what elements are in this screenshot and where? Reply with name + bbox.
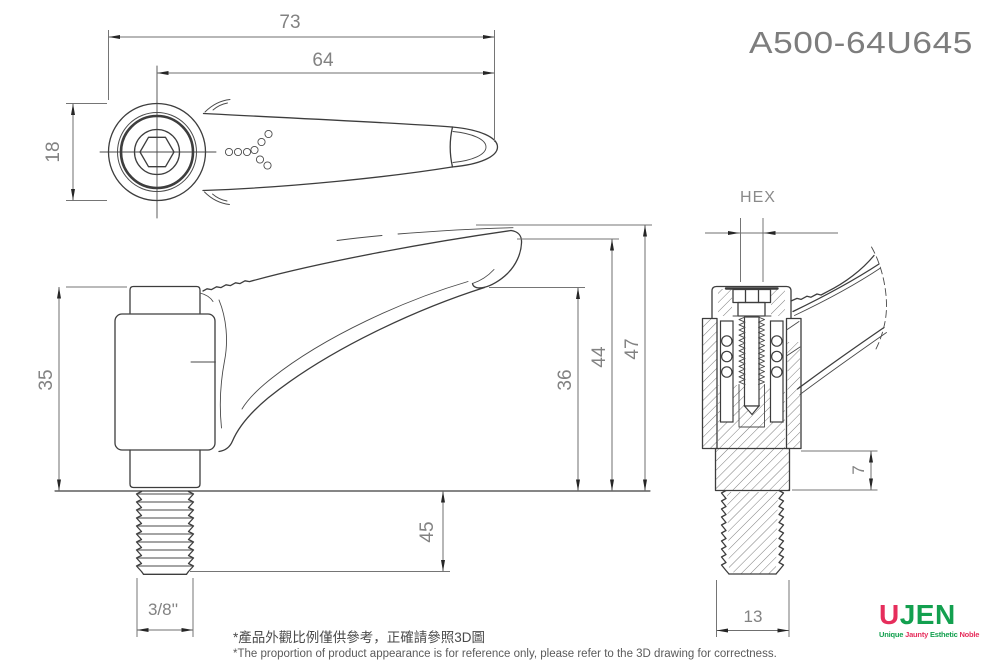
handle-tip-inner <box>452 131 487 163</box>
hatch-area <box>716 449 790 490</box>
section-cap <box>711 285 792 319</box>
junction-arc-bottom-2 <box>212 193 228 202</box>
grip-dots <box>224 129 273 170</box>
arm-top-edge <box>202 229 512 292</box>
top-view: 73 64 18 <box>43 12 499 219</box>
thread-right <box>758 316 765 386</box>
dim-35-label: 35 <box>36 369 57 390</box>
screw-core <box>743 316 760 407</box>
tagline-esthetic: Esthetic <box>929 630 960 639</box>
hatch-area <box>727 492 778 574</box>
handle-top-edge <box>202 112 453 128</box>
arm-line-3 <box>794 267 881 316</box>
dim-36-label: 36 <box>555 369 576 390</box>
screw-tip <box>743 405 761 416</box>
junction-arc-bottom <box>204 191 230 205</box>
arm-underside-2 <box>799 332 887 395</box>
section-base <box>714 447 791 492</box>
logo-letter-u: U <box>879 599 900 630</box>
tagline-noble: Noble <box>959 630 980 639</box>
boss-ring <box>119 114 195 190</box>
lever-arm <box>190 227 523 453</box>
junction-arc-top-2 <box>212 102 228 111</box>
arm-far-edge <box>336 227 514 241</box>
tagline-jaunty: Jaunty <box>905 630 930 639</box>
flange-right <box>785 317 802 450</box>
arm-underside-inner <box>241 281 469 410</box>
dim-13-label: 13 <box>744 607 763 626</box>
logo-tagline: Unique Jaunty Esthetic Noble <box>879 631 989 639</box>
front-view: 35 36 44 47 45 3/8'' <box>36 224 652 637</box>
ujen-logo: UJEN Unique Jaunty Esthetic Noble <box>879 601 989 639</box>
dim-73-label: 73 <box>279 12 300 33</box>
arm-underside <box>796 326 885 390</box>
hatch-area <box>702 319 717 448</box>
detent-balls <box>720 335 783 378</box>
logo-wordmark: UJEN <box>879 601 989 629</box>
tagline-unique: Unique <box>879 630 906 639</box>
boss-outer-circle <box>107 102 207 202</box>
flange-left <box>701 317 718 450</box>
dim-18-label: 18 <box>43 141 64 162</box>
thread-left <box>738 316 746 386</box>
dim-7-label: 7 <box>849 465 868 474</box>
arm-line-2 <box>792 263 880 313</box>
hex-socket-section <box>732 288 772 304</box>
dim-44-label: 44 <box>589 346 610 368</box>
hex-socket <box>139 136 175 168</box>
boss-bore <box>133 128 181 176</box>
hex-label: HEX <box>740 189 776 206</box>
hatch-area <box>787 342 800 448</box>
section-arm <box>786 246 887 395</box>
part-number-title: A500-64U645 <box>749 25 973 60</box>
arm-facets <box>786 321 801 357</box>
dim-thread-size-label: 3/8'' <box>148 600 178 619</box>
dim-45-label: 45 <box>417 521 438 542</box>
body-cap <box>129 285 201 314</box>
note-en: *The proportion of product appearance is… <box>233 648 777 660</box>
handle-tip-outer <box>451 126 499 168</box>
handle-bottom-edge <box>202 166 453 192</box>
arm-top-serrated <box>790 254 875 302</box>
cap-fillet <box>199 292 214 302</box>
section-stud <box>720 489 785 575</box>
hatch-area <box>718 289 732 316</box>
note-zh: *產品外觀比例僅供參考，正確請參照3D圖 <box>233 629 485 645</box>
palm-curve <box>218 299 227 429</box>
socket-cavity <box>737 301 766 317</box>
dim-47-label: 47 <box>622 338 643 359</box>
handle-tip-seam <box>449 126 454 168</box>
arm-underside <box>218 286 486 453</box>
logo-letters-jen: JEN <box>899 599 956 630</box>
boss-ring-outer <box>117 112 197 192</box>
body-neck <box>129 449 201 489</box>
section-view: HEX 7 13 <box>701 189 887 637</box>
arm-tip-hook <box>471 229 523 289</box>
threaded-stud <box>135 490 195 575</box>
bore-bottom <box>738 384 765 428</box>
arm-hook-inner <box>472 269 495 284</box>
body-main <box>114 313 216 451</box>
dim-64-label: 64 <box>312 50 334 71</box>
junction-arc-top <box>204 99 231 113</box>
hatch-area <box>771 289 785 316</box>
